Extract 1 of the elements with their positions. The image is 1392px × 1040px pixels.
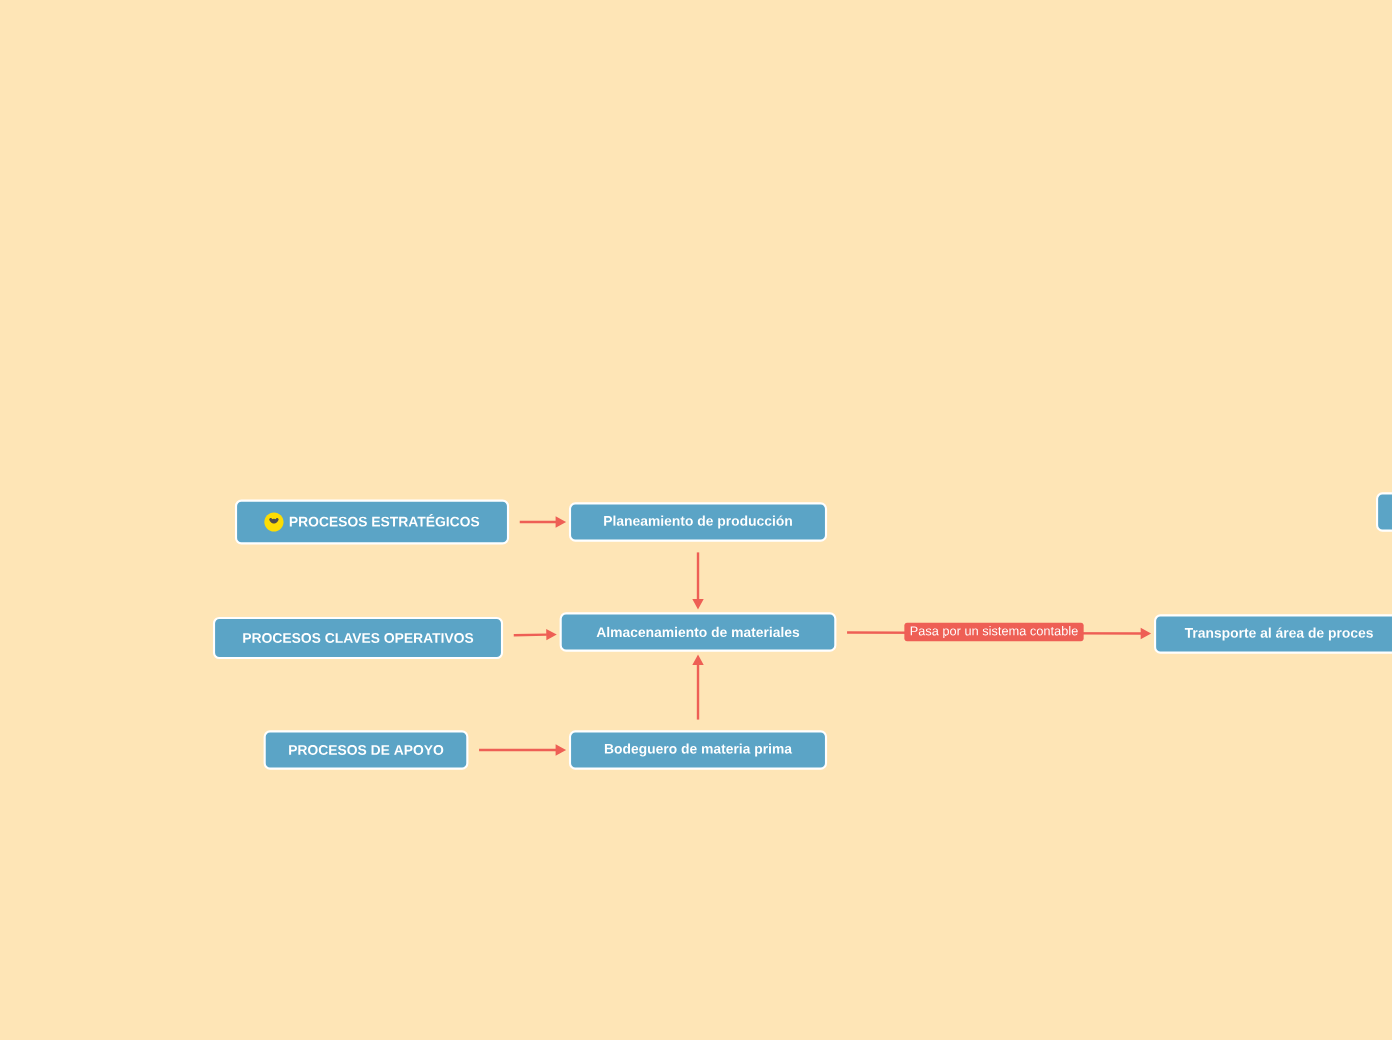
process-box [1376,492,1392,532]
